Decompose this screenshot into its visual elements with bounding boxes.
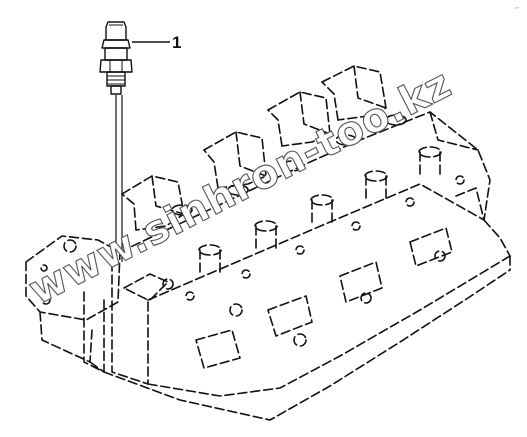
cylinder-head-outline bbox=[25, 65, 511, 421]
callout-number: 1 bbox=[172, 33, 181, 52]
watermark: www.sinhron-too.kz bbox=[21, 60, 459, 314]
callout-1: 1 bbox=[132, 33, 181, 52]
corner-mark: ∽ bbox=[514, 4, 520, 12]
sensor-part bbox=[99, 21, 133, 262]
watermark-text: www.sinhron-too.kz bbox=[22, 61, 459, 314]
